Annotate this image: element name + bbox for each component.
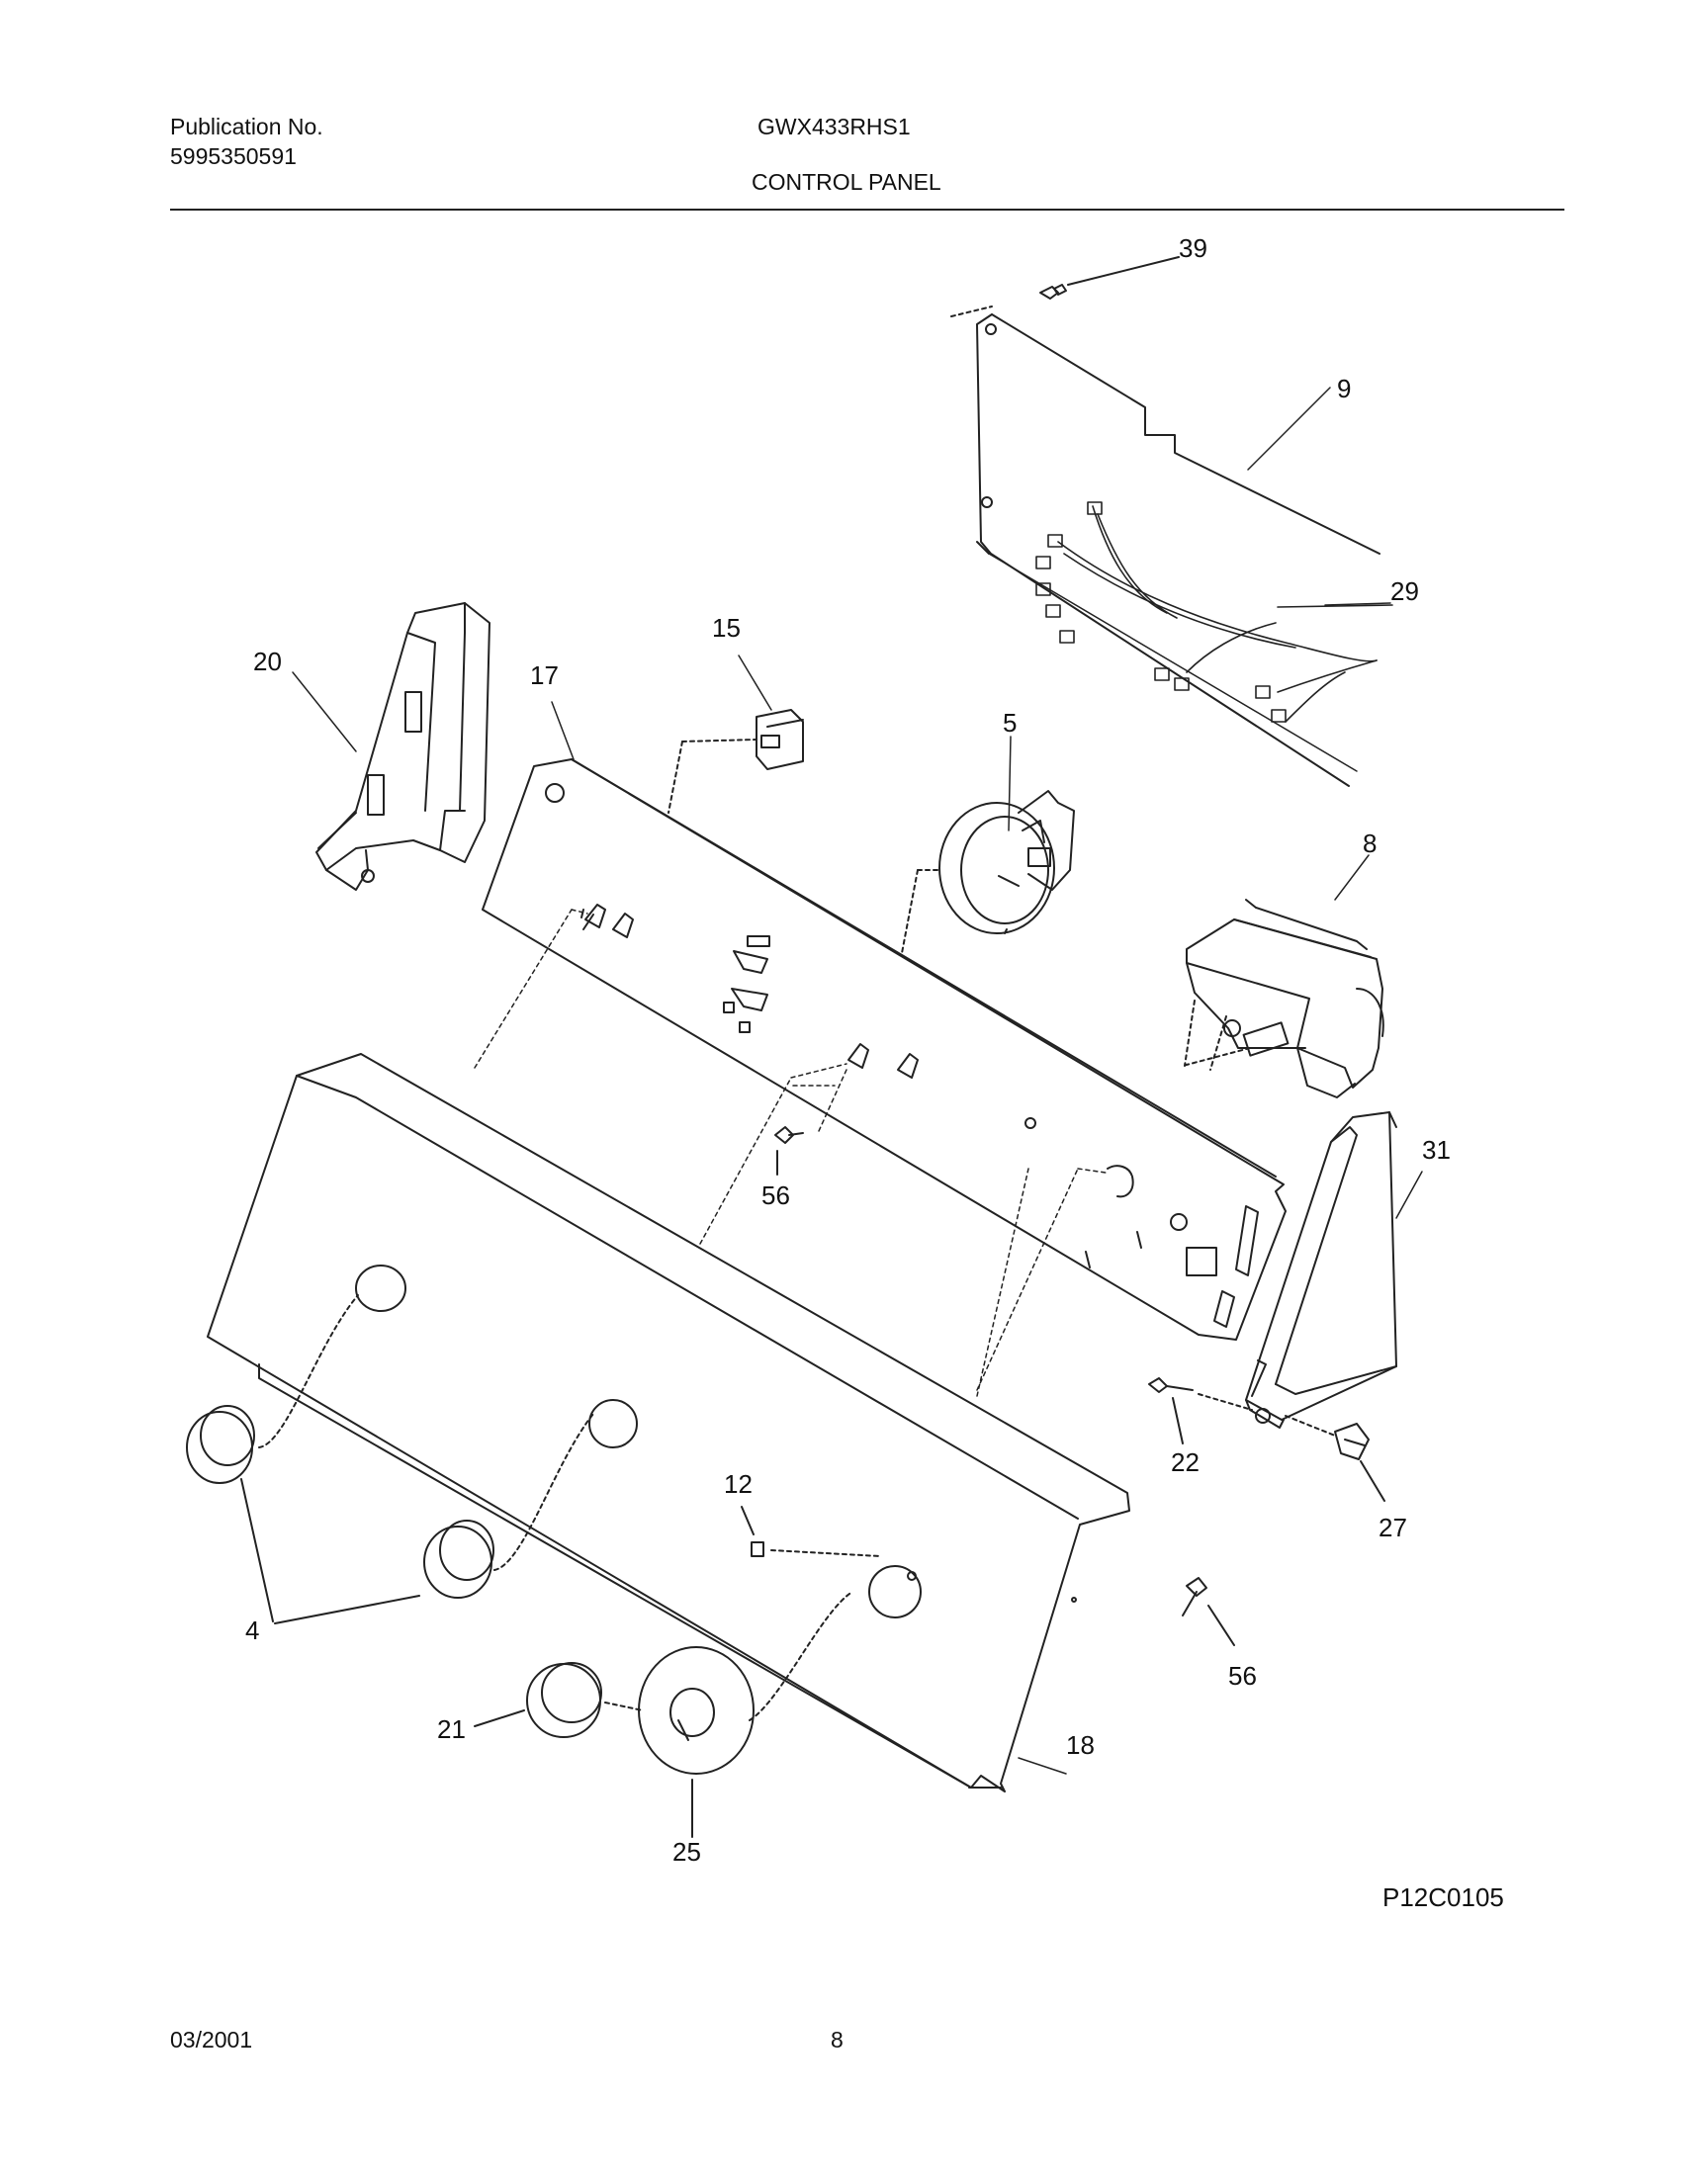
callout-56-lower: 56 — [1228, 1661, 1257, 1691]
callout-21: 21 — [437, 1714, 466, 1744]
part-8-timer — [1182, 899, 1384, 1098]
section-title: CONTROL PANEL — [752, 169, 941, 195]
callout-leaders — [292, 387, 1423, 1775]
part-4-knobs — [186, 1294, 594, 1624]
callout-5: 5 — [1003, 708, 1018, 738]
model-number: GWX433RHS1 — [757, 114, 911, 139]
part-17-control-backplate — [482, 758, 1287, 1341]
part-31-end-cap — [1245, 1111, 1397, 1429]
part-56-screw-upper — [774, 1126, 804, 1176]
part-27-clip — [1285, 1415, 1385, 1502]
callout-31: 31 — [1422, 1135, 1451, 1165]
callout-39: 39 — [1179, 233, 1207, 263]
callout-15: 15 — [712, 613, 741, 643]
callout-56-upper: 56 — [761, 1180, 790, 1210]
part-18-console-panel — [207, 1053, 1130, 1792]
part-39-screw — [1039, 256, 1180, 300]
part-56-screw-lower — [1182, 1577, 1235, 1646]
part-5-selector-switch — [901, 790, 1075, 954]
footer-page-number: 8 — [831, 2027, 844, 2053]
callout-9: 9 — [1337, 374, 1352, 403]
header-rule — [170, 209, 1564, 211]
callout-25: 25 — [672, 1837, 701, 1867]
part-25-dial-skirt — [638, 1591, 853, 1838]
callout-12: 12 — [724, 1469, 753, 1499]
callout-22: 22 — [1171, 1447, 1200, 1477]
callout-8: 8 — [1363, 829, 1378, 858]
figure-code: P12C0105 — [1382, 1882, 1504, 1912]
publication-label: Publication No. — [170, 114, 323, 139]
part-15-switch — [668, 709, 804, 814]
callout-20: 20 — [253, 647, 282, 676]
part-20-end-bracket — [315, 602, 490, 891]
publication-number: 5995350591 — [170, 143, 297, 169]
part-12-set-screw — [741, 1506, 881, 1557]
footer-date: 03/2001 — [170, 2027, 253, 2053]
assembly-leader-lines — [474, 909, 1107, 1397]
callout-18: 18 — [1066, 1730, 1095, 1760]
part-29-wire-harness — [1035, 501, 1393, 723]
callout-17: 17 — [530, 660, 559, 690]
callout-4: 4 — [245, 1616, 260, 1645]
callout-27: 27 — [1379, 1513, 1407, 1542]
part-21-knob — [474, 1662, 644, 1738]
callout-29: 29 — [1390, 576, 1419, 606]
part-22-screw — [1148, 1377, 1253, 1444]
